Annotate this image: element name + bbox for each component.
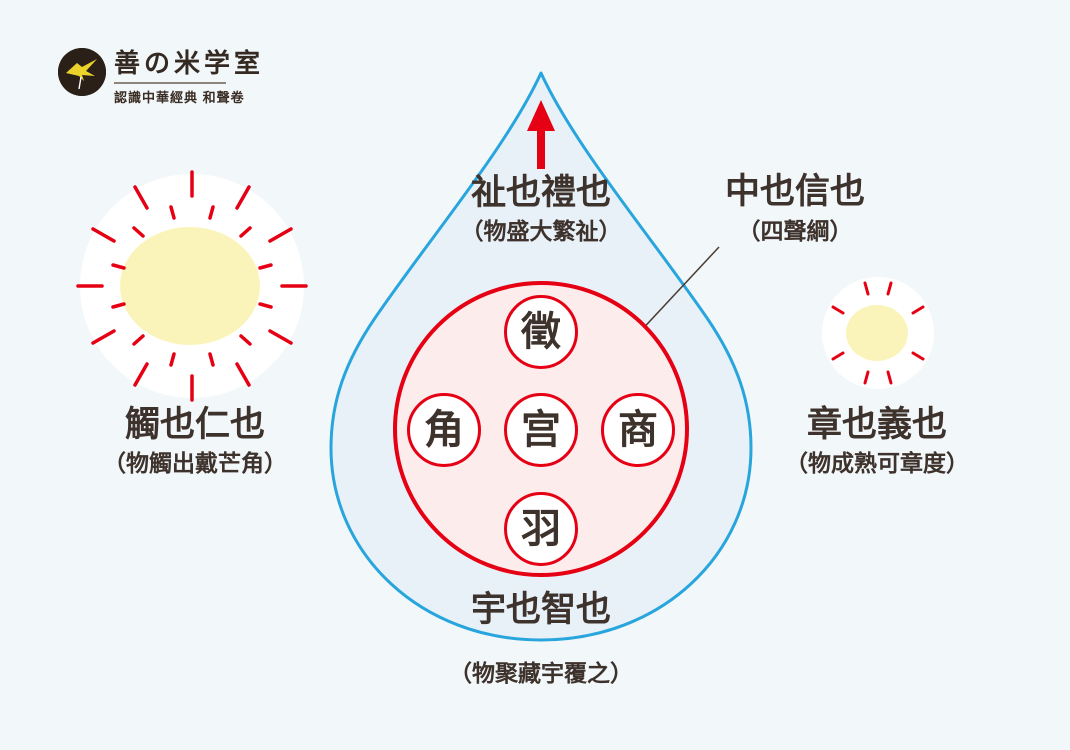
right-sun-note: （物成熟可章度） (785, 450, 969, 476)
tone-circle-yu: 羽 (504, 492, 578, 566)
up-arrow-icon (527, 100, 555, 169)
large-sun-icon (76, 170, 308, 402)
small-sun-icon (822, 277, 934, 389)
logo-title: 善の米学室 (114, 49, 265, 78)
top-label: 祉也禮也 (470, 173, 612, 212)
logo-text: 善の米学室 認識中華經典 和聲卷 (114, 48, 264, 106)
bottom-label: 宇也智也 (470, 590, 612, 629)
top-note: （物盛大繁祉） (460, 218, 622, 244)
logo: 善の米学室 認識中華經典 和聲卷 (58, 48, 264, 106)
left-sun-note: （物觸出戴芒角） (103, 450, 287, 476)
left-sun-label: 觸也仁也 (124, 405, 266, 444)
tone-circle-gong: 宫 (504, 393, 578, 467)
bottom-note: （物聚藏宇覆之） (449, 660, 633, 686)
tone-circle-zhi: 徵 (504, 295, 578, 369)
tone-circle-jue: 角 (407, 393, 481, 467)
tone-circle-shang: 商 (601, 393, 675, 467)
right-sun-label: 章也義也 (806, 405, 948, 444)
logo-subtitle: 認識中華經典 和聲卷 (114, 90, 245, 106)
swallow-bird-icon (58, 48, 106, 96)
pointer-label: 中也信也 (724, 172, 866, 211)
pointer-note: （四聲綱） (737, 218, 853, 244)
logo-divider (114, 82, 226, 85)
